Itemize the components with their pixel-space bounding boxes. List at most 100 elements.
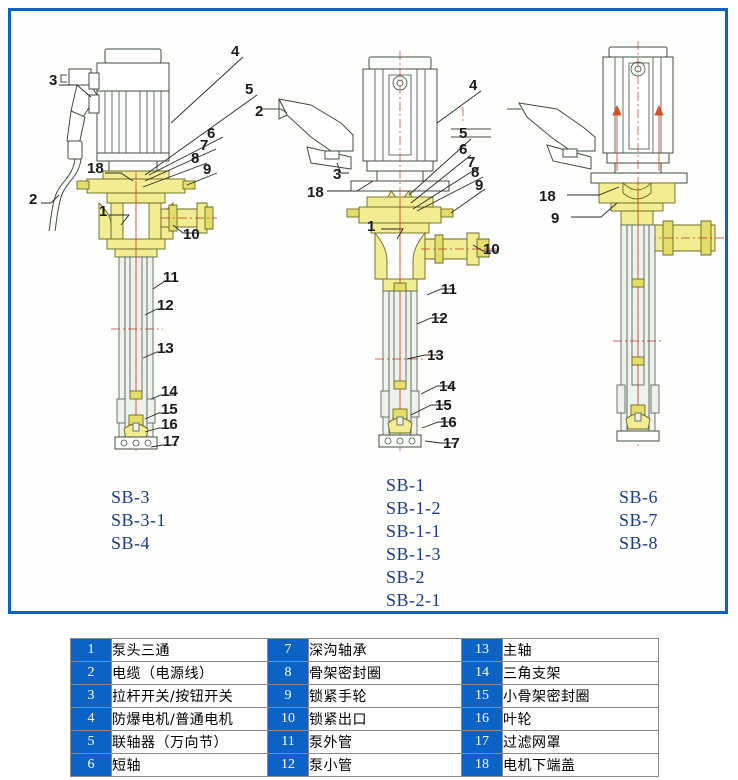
callout-m17: 17 xyxy=(443,435,460,452)
callout-17: 17 xyxy=(163,433,180,450)
callout-16: 16 xyxy=(161,416,178,433)
pump-middle-drawing xyxy=(263,51,497,451)
part-label: 主轴 xyxy=(502,638,659,662)
part-label: 拉杆开关/按钮开关 xyxy=(111,684,268,708)
part-label: 电缆（电源线） xyxy=(111,661,268,685)
part-label: 泵外管 xyxy=(308,730,462,754)
model-list-left: SB-3 SB-3-1 SB-4 xyxy=(111,486,166,555)
callout-m2: 2 xyxy=(255,103,263,120)
part-label: 叶轮 xyxy=(502,707,659,731)
callout-12: 12 xyxy=(157,297,174,314)
callout-1: 1 xyxy=(99,203,107,220)
callout-15: 15 xyxy=(161,401,178,418)
part-label: 三角支架 xyxy=(502,661,659,685)
model-sb-3-1: SB-3-1 xyxy=(111,510,167,530)
part-label: 泵头三通 xyxy=(111,638,268,662)
callout-m3: 3 xyxy=(333,166,341,183)
callout-7: 7 xyxy=(200,137,208,154)
part-number: 4 xyxy=(70,707,112,731)
callout-m4: 4 xyxy=(469,77,478,94)
part-label: 泵小管 xyxy=(308,753,462,777)
part-number: 14 xyxy=(461,661,503,685)
part-number: 10 xyxy=(267,707,309,731)
callout-14: 14 xyxy=(161,383,178,400)
callout-11: 11 xyxy=(163,269,179,286)
callout-10: 10 xyxy=(183,226,200,243)
part-number: 8 xyxy=(267,661,309,685)
part-label: 电机下端盖 xyxy=(502,753,659,777)
part-number: 17 xyxy=(461,730,503,754)
callout-9: 9 xyxy=(203,161,211,178)
callout-8: 8 xyxy=(191,150,199,167)
model-sb-2: SB-2 xyxy=(386,567,426,587)
part-number: 7 xyxy=(267,638,309,662)
callout-m6: 6 xyxy=(459,141,467,158)
model-sb-1-3: SB-1-3 xyxy=(386,544,442,564)
callout-m15: 15 xyxy=(435,397,452,414)
model-sb-2-1: SB-2-1 xyxy=(386,590,442,610)
part-label: 短轴 xyxy=(111,753,268,777)
table-row: 2 电缆（电源线） 8 骨架密封圈 14 三角支架 xyxy=(70,661,659,685)
part-number: 6 xyxy=(70,753,112,777)
callout-13: 13 xyxy=(157,340,174,357)
part-label: 深沟轴承 xyxy=(308,638,462,662)
model-sb-7: SB-7 xyxy=(619,510,659,530)
pump-right-drawing xyxy=(507,41,725,447)
callout-r18: 18 xyxy=(539,188,556,205)
model-list-middle: SB-1 SB-1-2 SB-1-1 SB-1-3 SB-2 SB-2-1 xyxy=(386,474,442,611)
part-label: 过滤网罩 xyxy=(502,730,659,754)
part-number: 1 xyxy=(70,638,112,662)
pump-assembly-drawing: .ln {stroke:#3f4f3f;stroke-width:1;fill:… xyxy=(29,41,725,452)
table-row: 1 泵头三通 7 深沟轴承 13 主轴 xyxy=(70,638,659,662)
part-number: 2 xyxy=(70,661,112,685)
callout-5: 5 xyxy=(245,81,253,98)
callout-r9: 9 xyxy=(551,210,559,227)
part-number: 9 xyxy=(267,684,309,708)
callout-m14: 14 xyxy=(439,378,456,395)
model-sb-6: SB-6 xyxy=(619,487,659,507)
part-number: 3 xyxy=(70,684,112,708)
model-sb-1: SB-1 xyxy=(386,475,426,495)
model-sb-1-2: SB-1-2 xyxy=(386,498,442,518)
model-sb-3: SB-3 xyxy=(111,487,151,507)
callout-m10: 10 xyxy=(483,241,500,258)
part-number: 5 xyxy=(70,730,112,754)
callout-m13: 13 xyxy=(427,347,444,364)
pump-left-drawing xyxy=(41,48,258,451)
callout-6: 6 xyxy=(207,125,215,142)
callout-3: 3 xyxy=(49,72,57,89)
table-row: 3 拉杆开关/按钮开关 9 锁紧手轮 15 小骨架密封圈 xyxy=(70,684,659,708)
part-number: 16 xyxy=(461,707,503,731)
callout-4: 4 xyxy=(231,43,240,60)
part-label: 锁紧手轮 xyxy=(308,684,462,708)
part-number: 11 xyxy=(267,730,309,754)
diagram-panel: .ln {stroke:#3f4f3f;stroke-width:1;fill:… xyxy=(8,8,728,614)
callout-m18: 18 xyxy=(307,184,324,201)
table-row: 6 短轴 12 泵小管 18 电机下端盖 xyxy=(70,753,659,777)
model-sb-1-1: SB-1-1 xyxy=(386,521,442,541)
part-label: 锁紧出口 xyxy=(308,707,462,731)
model-sb-4: SB-4 xyxy=(111,533,151,553)
callout-numbers: 3 4 5 6 7 8 9 18 2 1 10 11 12 13 14 15 1… xyxy=(29,43,559,452)
part-number: 12 xyxy=(267,753,309,777)
part-number: 18 xyxy=(461,753,503,777)
callout-m8: 8 xyxy=(471,164,479,181)
callout-m5: 5 xyxy=(459,125,467,142)
part-label: 防爆电机/普通电机 xyxy=(111,707,268,731)
callout-m16: 16 xyxy=(440,414,457,431)
callout-2: 2 xyxy=(29,191,37,208)
part-number: 15 xyxy=(461,684,503,708)
callout-m7: 7 xyxy=(467,154,475,171)
callout-m11: 11 xyxy=(441,281,457,298)
part-number: 13 xyxy=(461,638,503,662)
table-row: 4 防爆电机/普通电机 10 锁紧出口 16 叶轮 xyxy=(70,707,659,731)
part-label: 联轴器（万向节） xyxy=(111,730,268,754)
parts-legend-table: 1 泵头三通 7 深沟轴承 13 主轴 2 电缆（电源线） 8 骨架密封圈 14… xyxy=(70,638,659,777)
callout-m12: 12 xyxy=(431,310,448,327)
table-row: 5 联轴器（万向节） 11 泵外管 17 过滤网罩 xyxy=(70,730,659,754)
model-list-right: SB-6 SB-7 SB-8 xyxy=(619,486,658,555)
callout-m9: 9 xyxy=(475,177,483,194)
callout-18: 18 xyxy=(87,160,104,177)
model-sb-8: SB-8 xyxy=(619,533,659,553)
